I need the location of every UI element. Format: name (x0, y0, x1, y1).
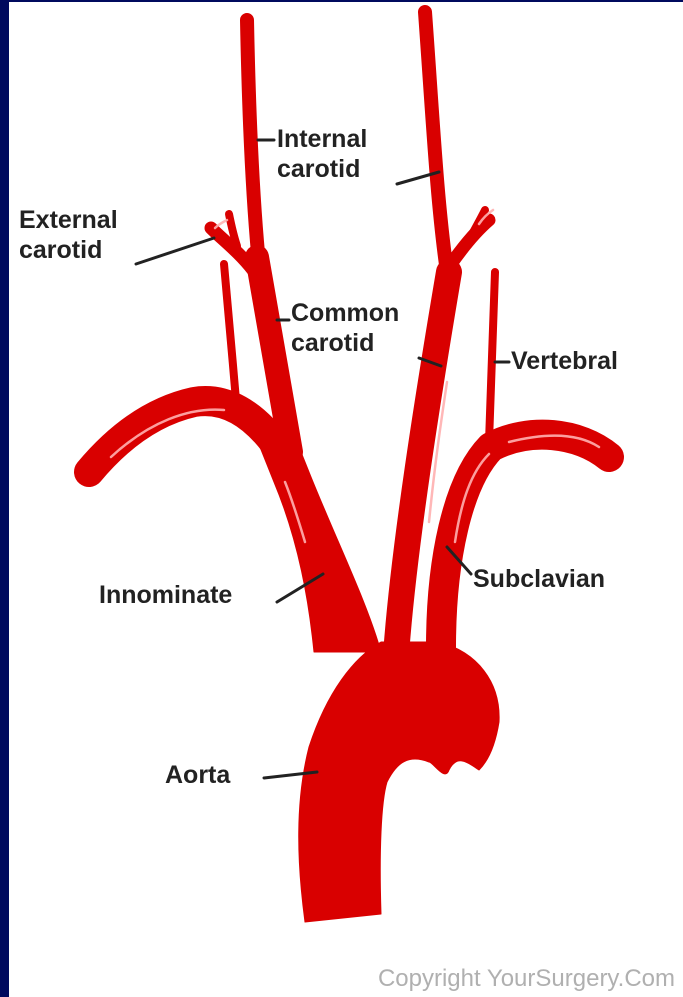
pointer-external-carotid (136, 238, 214, 264)
label-external-carotid: External carotid (19, 205, 118, 265)
label-common-carotid-line1: Common (291, 298, 399, 328)
label-vertebral: Vertebral (511, 346, 618, 376)
left-subclavian-artery (441, 435, 609, 647)
label-internal-carotid-line2: carotid (277, 154, 367, 184)
label-internal-carotid-line1: Internal (277, 124, 367, 154)
label-common-carotid: Common carotid (291, 298, 399, 358)
aorta-trunk (299, 642, 499, 922)
right-internal-carotid-artery (247, 20, 259, 264)
label-common-carotid-line2: carotid (291, 328, 399, 358)
right-subclavian-artery (89, 401, 281, 472)
label-internal-carotid: Internal carotid (277, 124, 367, 184)
copyright-text: Copyright YourSurgery.Com (378, 965, 675, 993)
diagram-panel: Internal carotid External carotid Common… (9, 2, 683, 997)
label-aorta: Aorta (165, 760, 230, 790)
left-vertebral-artery (489, 272, 495, 442)
label-subclavian: Subclavian (473, 564, 605, 594)
left-internal-carotid-artery (425, 12, 447, 272)
label-external-carotid-line2: carotid (19, 235, 118, 265)
label-innominate: Innominate (99, 580, 232, 610)
label-external-carotid-line1: External (19, 205, 118, 235)
